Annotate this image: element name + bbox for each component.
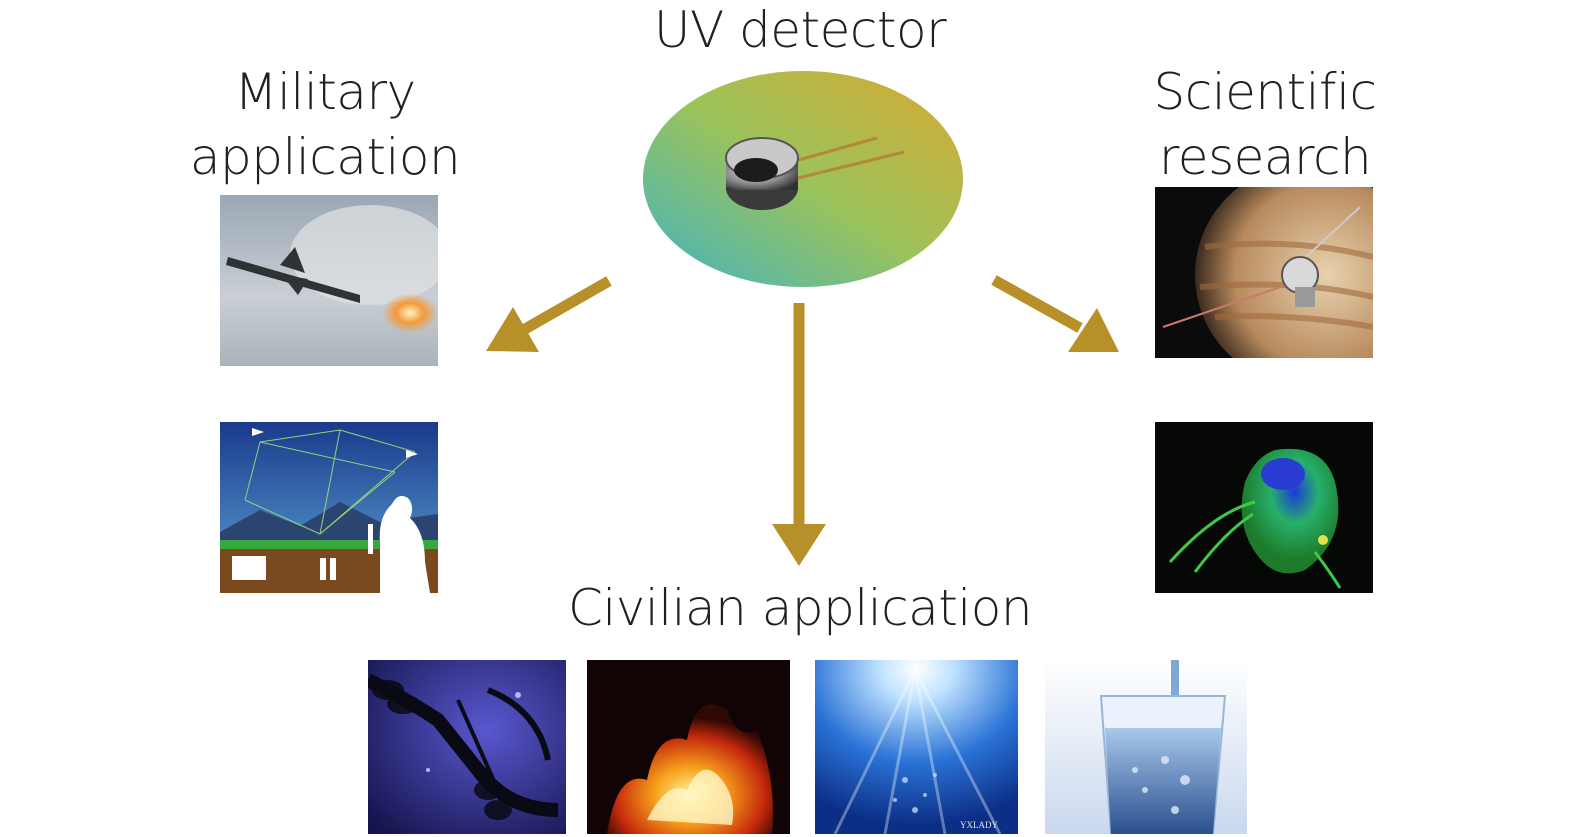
center-title: UV detector: [653, 1, 947, 59]
battlefield-network-photo: [220, 422, 438, 593]
fluorescent-organism-photo: [1155, 422, 1373, 593]
arrow-to-civilian: [772, 303, 826, 566]
civilian-title: Civilian application: [567, 579, 1033, 637]
military-title: Military application: [189, 63, 461, 186]
science-title: Scientific research: [1153, 63, 1377, 186]
sunlight-underwater-photo: YXLADY: [815, 660, 1018, 834]
power-line-corona-photo: [368, 660, 566, 834]
water-glass-photo: [1045, 660, 1247, 834]
space-probe-jupiter-photo: [1155, 187, 1373, 358]
arrow-to-science: [991, 275, 1119, 352]
watermark-text: YXLADY: [960, 820, 998, 830]
missile-launch-photo: [220, 195, 438, 366]
photodetector-photo: [642, 70, 964, 288]
arrow-to-military: [486, 276, 612, 352]
fire-flame-photo: [587, 660, 790, 834]
